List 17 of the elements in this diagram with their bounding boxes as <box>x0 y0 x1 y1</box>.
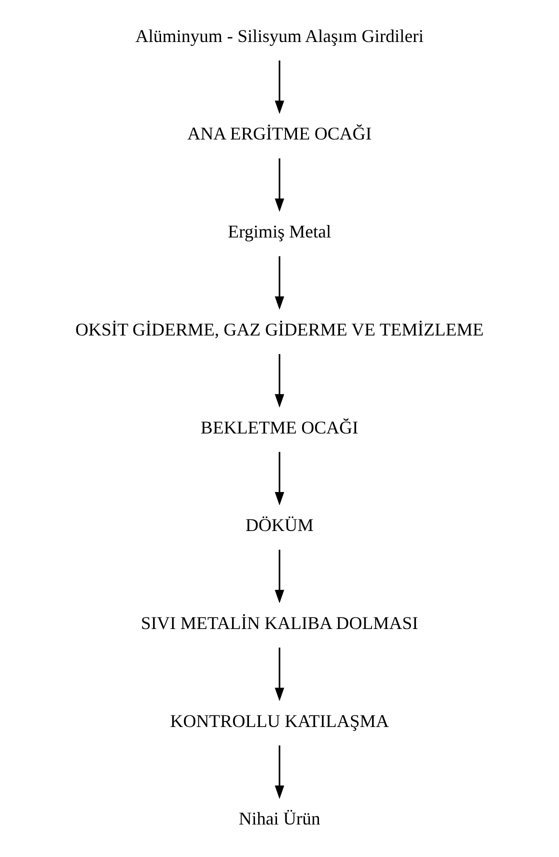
node-text: Alüminyum - Silisyum Alaşım Girdileri <box>135 26 424 46</box>
node-text: SIVI METALİN KALIBA DOLMASI <box>140 612 418 633</box>
node-text: BEKLETME OCAĞI <box>200 417 358 438</box>
arrow <box>274 158 284 212</box>
arrow <box>274 452 284 506</box>
node-text: OKSİT GİDERME, GAZ GİDERME VE TEMİZLEME <box>75 319 484 340</box>
node-text: KONTROLLU KATILAŞMA <box>170 710 389 731</box>
arrow <box>274 648 284 702</box>
node-text: Ergimiş Metal <box>228 222 332 242</box>
arrow <box>274 745 284 799</box>
arrow <box>274 550 284 604</box>
node-text: DÖKÜM <box>245 515 314 536</box>
arrow <box>274 354 284 408</box>
node-text: Nihai Ürün <box>238 808 320 829</box>
arrow <box>274 256 284 310</box>
arrow <box>274 60 284 114</box>
node-text: ANA ERGİTME OCAĞI <box>187 124 372 144</box>
